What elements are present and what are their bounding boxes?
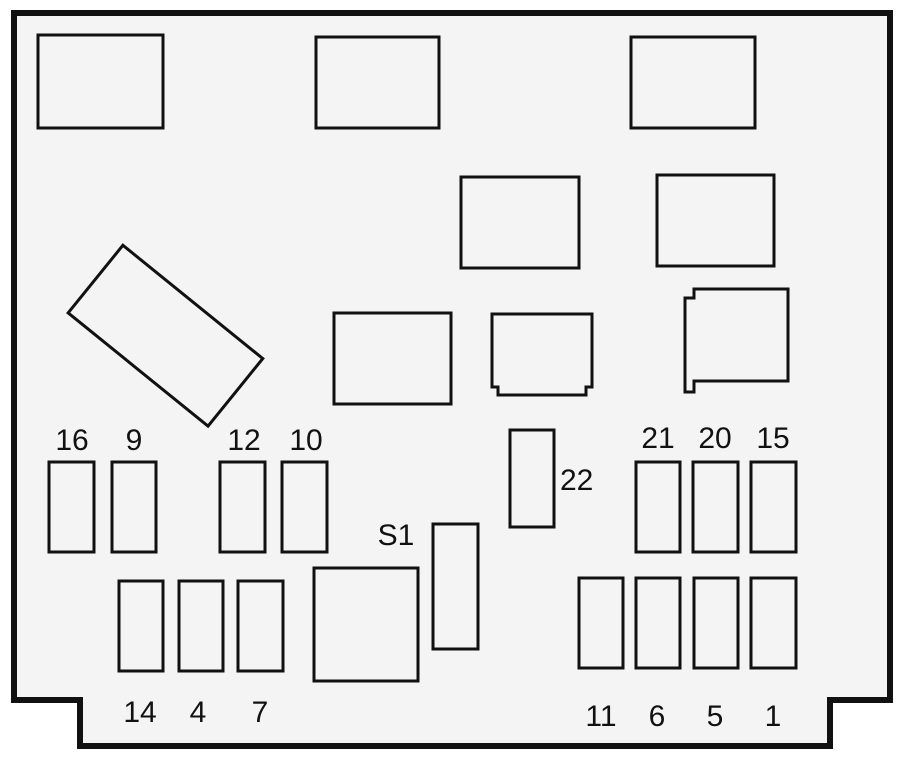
fuse-20 (691, 460, 740, 554)
relay-bottom-center (312, 566, 420, 683)
fuse-12 (218, 460, 267, 554)
label-fuse-11: 11 (585, 700, 616, 733)
label-fuse-s1: S1 (378, 519, 415, 552)
fuse-14 (117, 579, 165, 673)
fuse-11 (577, 576, 625, 670)
label-fuse-9: 9 (126, 424, 143, 457)
fuse-7 (236, 579, 285, 673)
label-fuse-14: 14 (123, 696, 156, 729)
fuse-22 (508, 428, 556, 529)
label-fuse-7: 7 (252, 696, 269, 729)
label-fuse-5: 5 (707, 700, 724, 733)
relay-top-right (629, 35, 757, 130)
relay-top-left (36, 33, 165, 130)
fuse-s1 (431, 522, 480, 651)
label-fuse-4: 4 (190, 696, 207, 729)
fuse-15 (749, 460, 798, 554)
relay-top-center (314, 35, 441, 130)
fuse-9 (110, 460, 158, 554)
fuse-10 (280, 460, 329, 554)
fuse-6 (634, 576, 682, 670)
label-fuse-12: 12 (227, 424, 260, 457)
relay-mid-right (655, 173, 776, 268)
fuse-4 (177, 579, 225, 673)
fuse-1 (749, 576, 798, 670)
label-fuse-20: 20 (698, 422, 731, 455)
fuse-21 (634, 460, 682, 554)
fuse-16 (47, 460, 96, 554)
label-fuse-16: 16 (55, 424, 88, 457)
label-fuse-10: 10 (289, 424, 322, 457)
relay-lower-center (490, 312, 594, 397)
label-fuse-22: 22 (560, 464, 593, 497)
label-fuse-15: 15 (756, 422, 789, 455)
relay-mid-center (459, 175, 581, 270)
label-fuse-21: 21 (641, 422, 674, 455)
relay-lower-right (683, 287, 790, 394)
fuse-5 (692, 576, 740, 670)
relay-diagonal (66, 243, 265, 429)
relay-lower-left (332, 311, 453, 406)
label-fuse-1: 1 (765, 700, 782, 733)
label-fuse-6: 6 (649, 700, 666, 733)
